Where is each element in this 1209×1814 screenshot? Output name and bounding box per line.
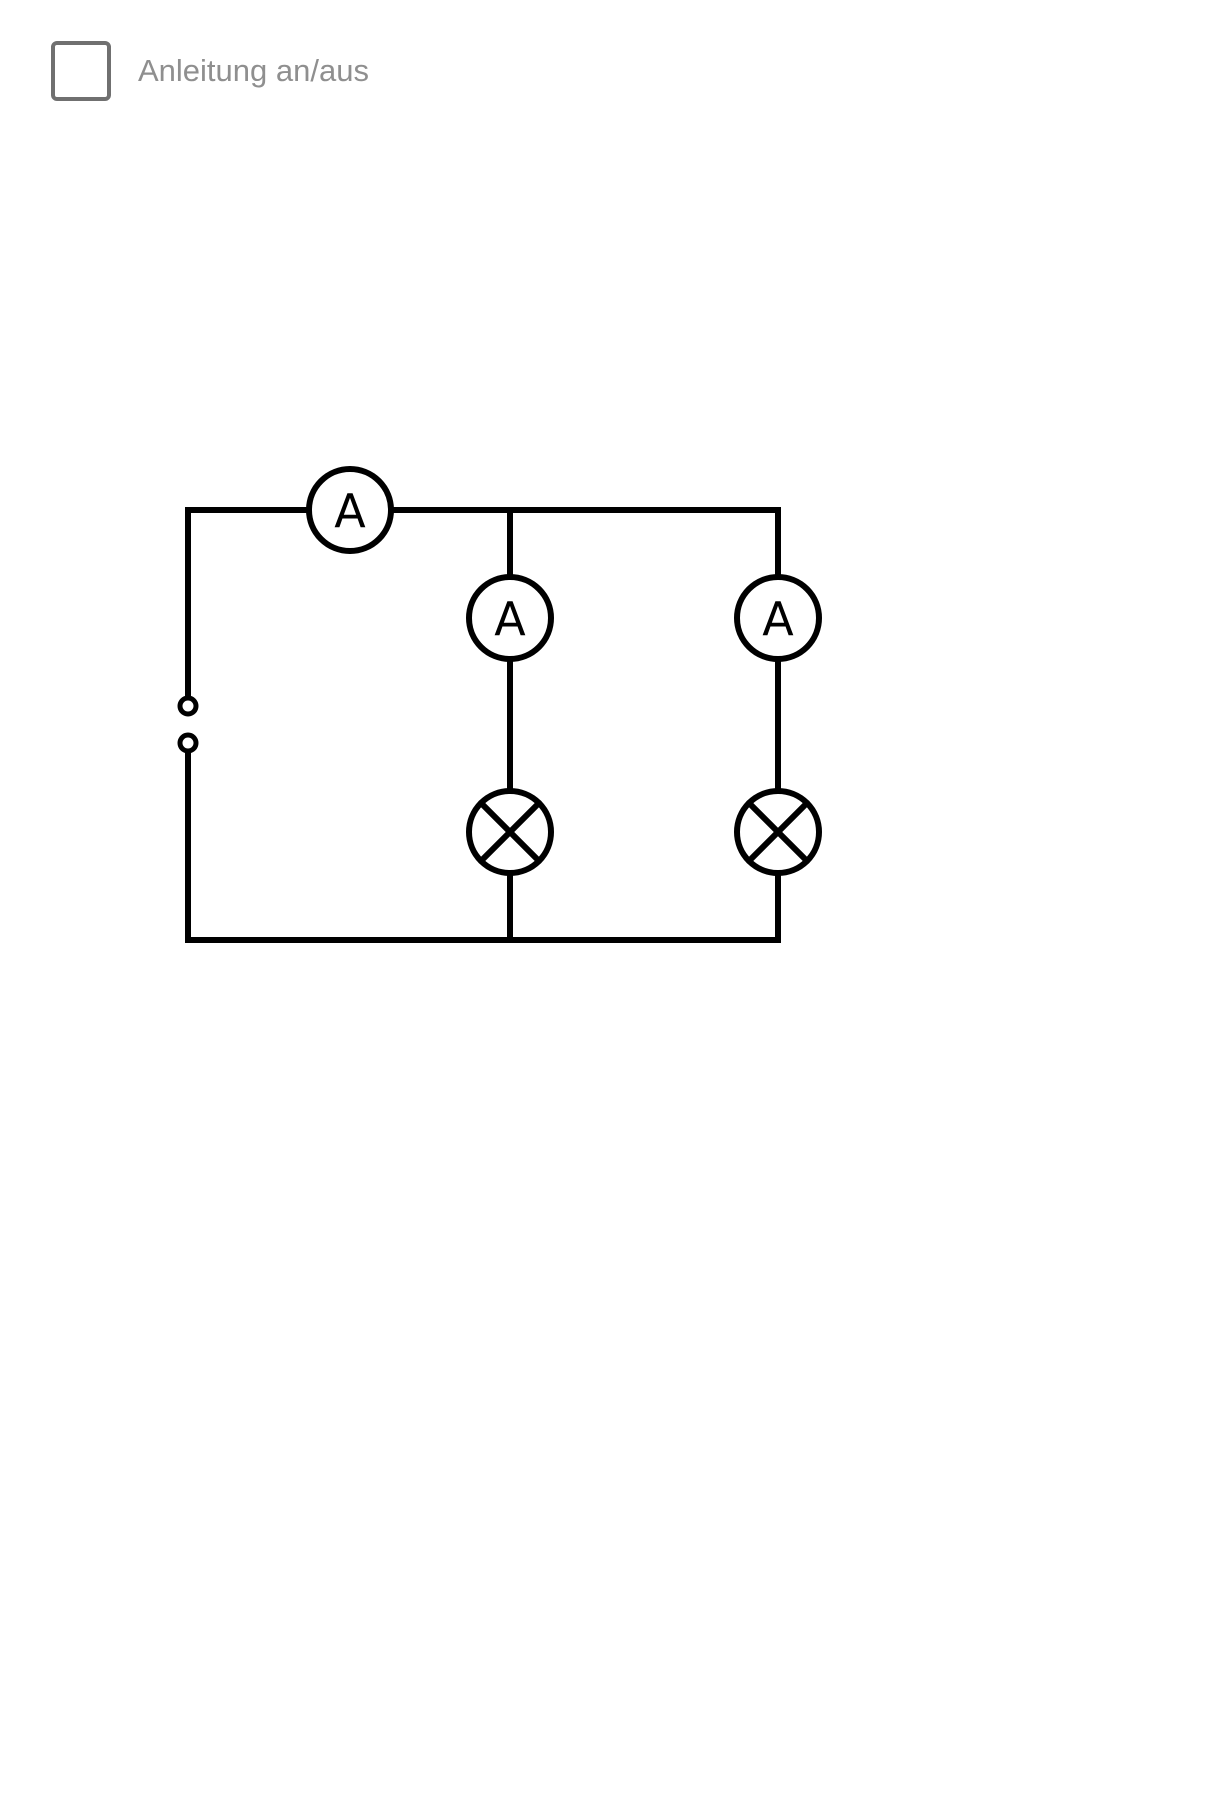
- lamp-branch-2: [734, 788, 822, 876]
- ammeter-branch-1-label: A: [494, 592, 526, 646]
- ammeter-branch-1: A: [466, 574, 554, 662]
- open-terminal-icon: [177, 732, 199, 754]
- wire-left-upper: [185, 507, 313, 709]
- ammeter-icon: [734, 574, 822, 662]
- circuit-wires: [185, 507, 781, 943]
- ammeter-branch-2: A: [734, 574, 822, 662]
- lamp-cross-lines: [746, 800, 810, 864]
- wire-left-lower: [185, 749, 781, 943]
- voltage-source-terminals: [177, 695, 199, 754]
- instruction-toggle[interactable]: Anleitung an/aus: [51, 41, 369, 101]
- ammeter-main-label: A: [334, 484, 366, 538]
- ammeter-branch-2-label: A: [762, 592, 794, 646]
- lamp-cross-lines: [478, 800, 542, 864]
- open-terminal-icon: [177, 695, 199, 717]
- ammeter-icon: [306, 466, 394, 554]
- instruction-checkbox[interactable]: [51, 41, 111, 101]
- ammeter-main: A: [306, 466, 394, 554]
- instruction-toggle-label: Anleitung an/aus: [138, 53, 369, 88]
- lamp-branch-1: [466, 788, 554, 876]
- ammeter-icon: [466, 574, 554, 662]
